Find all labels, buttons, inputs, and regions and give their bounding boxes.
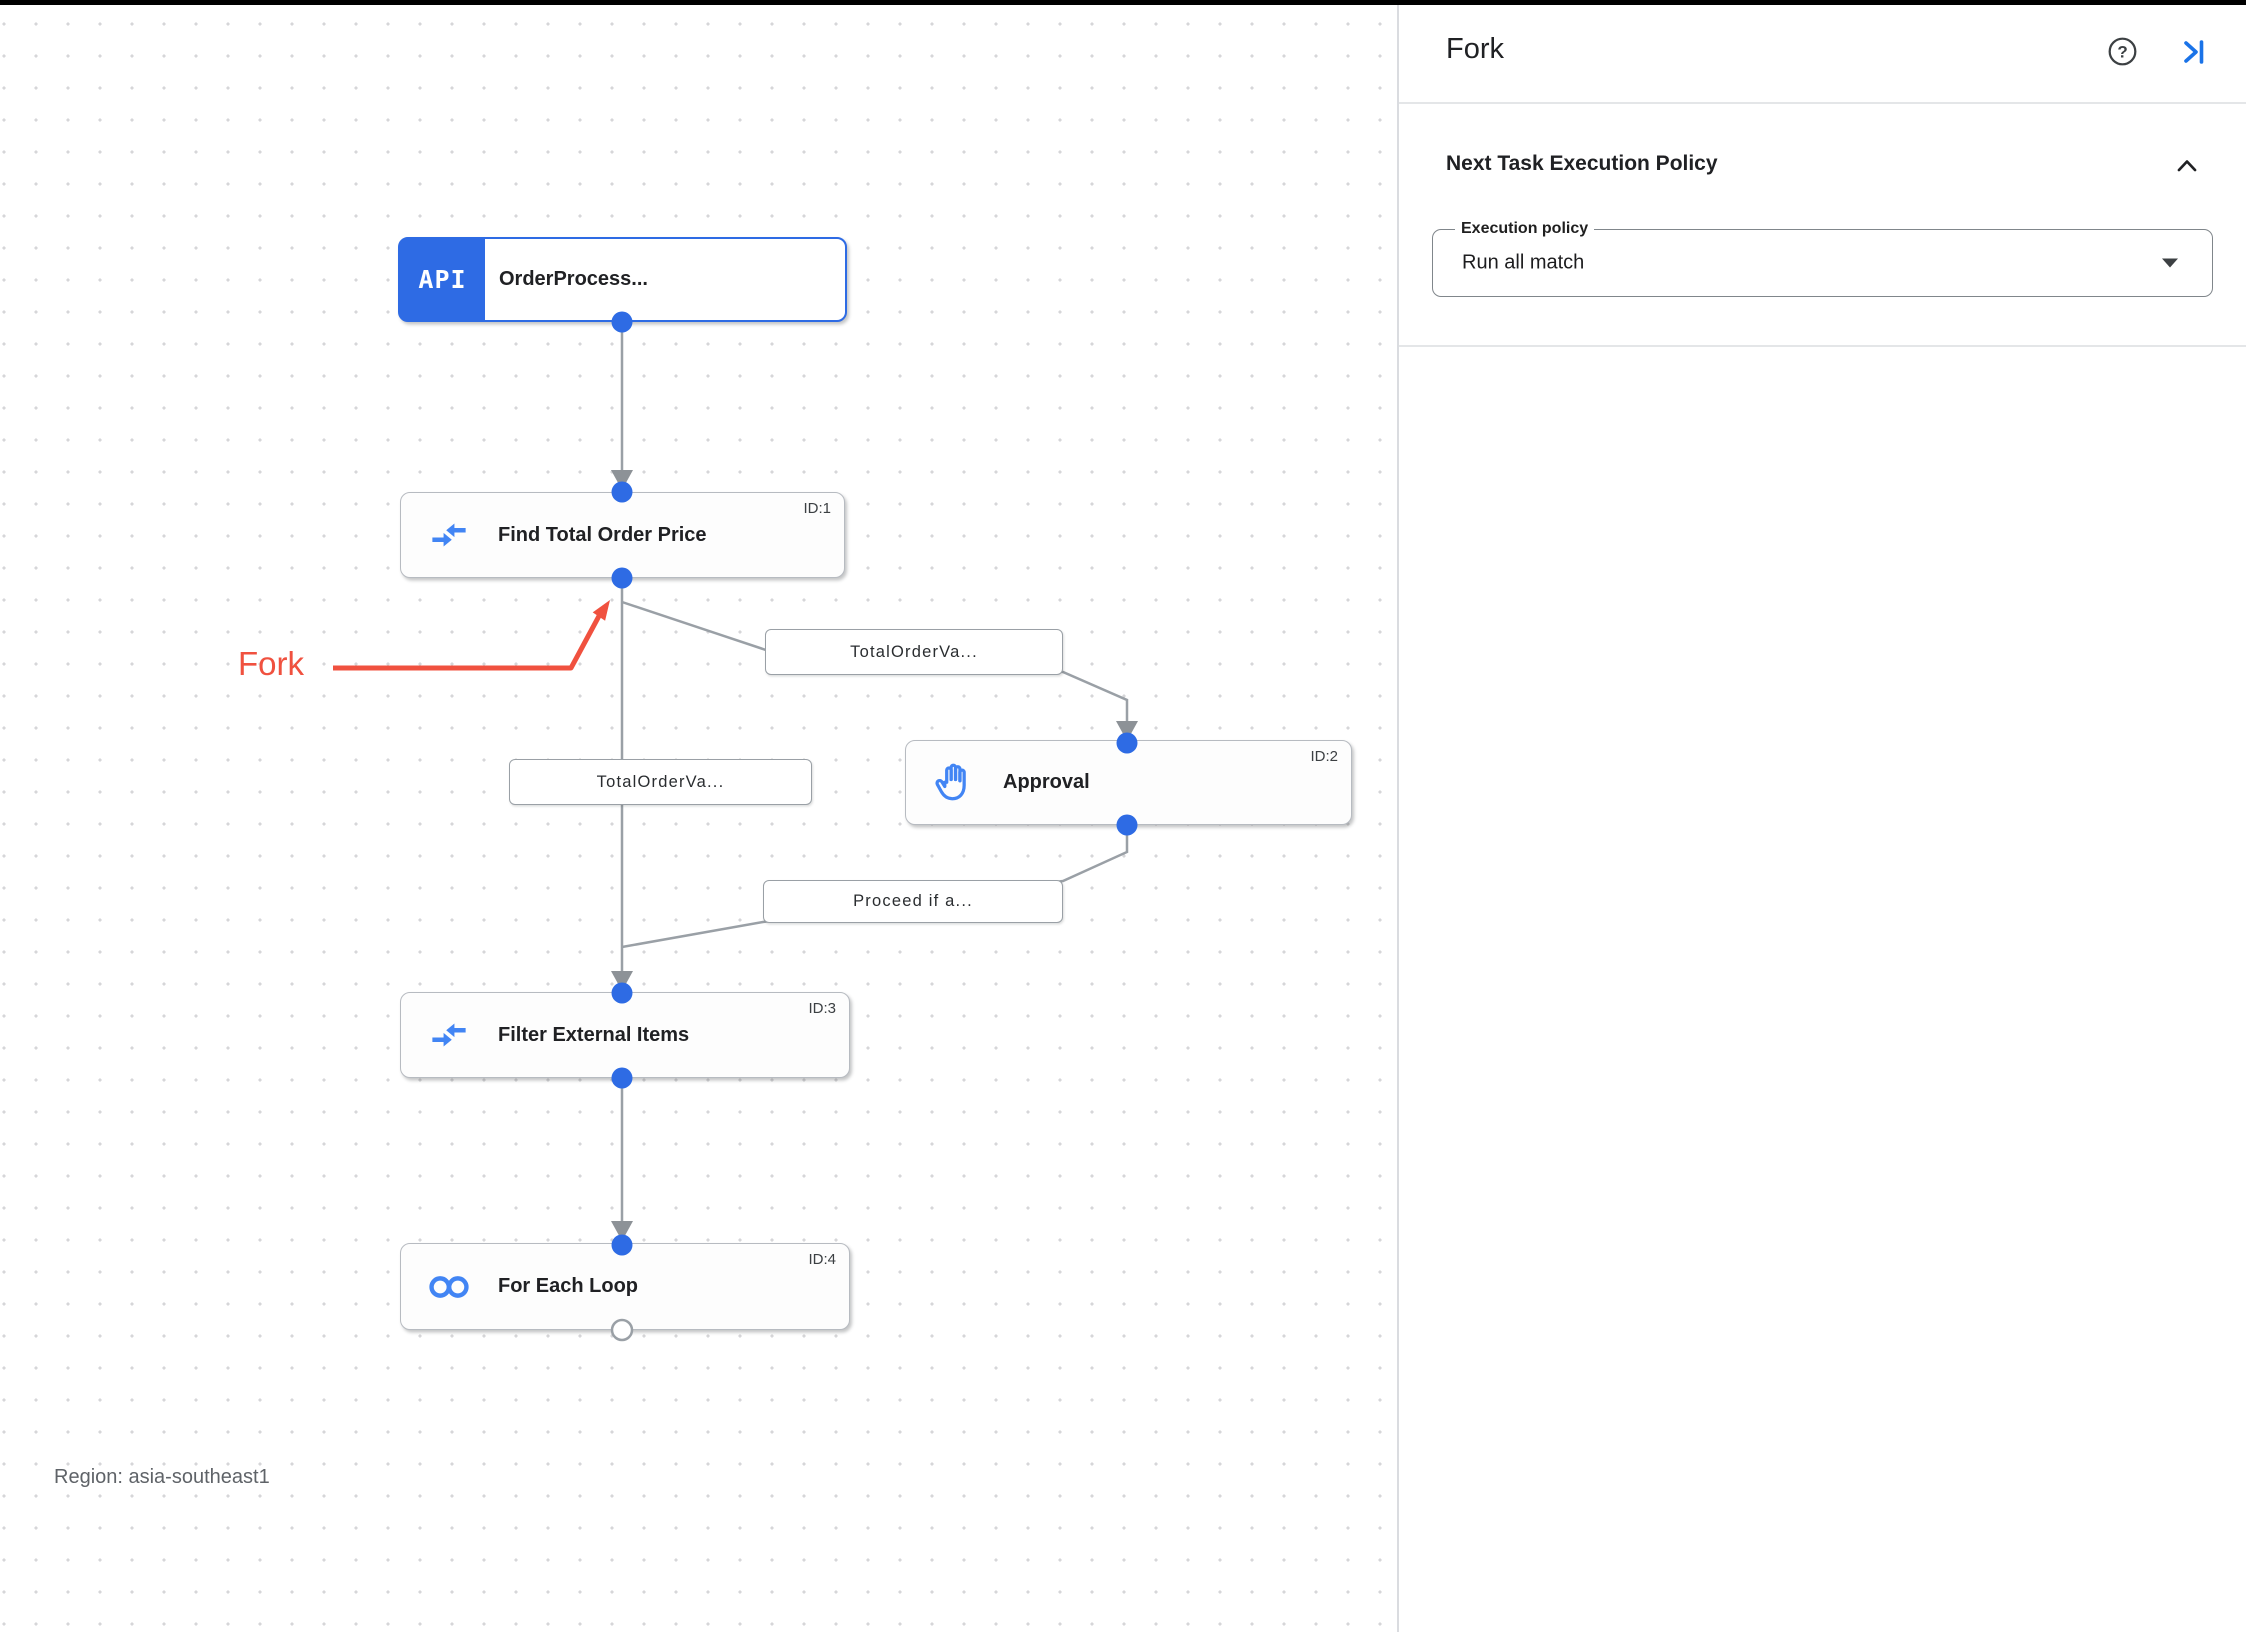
- api-trigger-badge-label: API: [418, 265, 467, 294]
- node-id-label: ID:3: [808, 1000, 836, 1017]
- workflow-canvas[interactable]: API OrderProcess... ID:1 Find Total Orde…: [0, 0, 1397, 1632]
- config-panel: Fork ? Next Task Execution: [1399, 0, 2246, 1632]
- section-bottom-divider: [1399, 345, 2246, 347]
- edge-arrowheads: [611, 470, 1138, 1241]
- window-top-edge: [0, 0, 2246, 5]
- fork-annotation-label: Fork: [238, 645, 304, 682]
- node-find-total-order-price[interactable]: ID:1 Find Total Order Price: [400, 492, 845, 578]
- edge-label-to-approval[interactable]: TotalOrderVa...: [765, 629, 1063, 675]
- node-api-trigger[interactable]: API OrderProcess...: [398, 237, 847, 322]
- node-approval[interactable]: ID:2 Approval: [905, 740, 1352, 825]
- node-title: Filter External Items: [498, 1023, 690, 1046]
- data-mapping-icon: [425, 511, 473, 559]
- edge-label-from-approval[interactable]: Proceed if a...: [763, 880, 1063, 923]
- fork-annotation-arrow: [333, 600, 610, 671]
- section-collapse-button[interactable]: [2173, 152, 2201, 180]
- node-title: Find Total Order Price: [498, 523, 707, 546]
- node-id-label: ID:1: [803, 500, 831, 517]
- help-button[interactable]: ?: [2104, 35, 2140, 71]
- panel-header: Fork ?: [1399, 0, 2246, 102]
- api-trigger-badge: API: [400, 239, 485, 320]
- panel-title: Fork: [1446, 33, 1504, 65]
- dropdown-caret-icon: [2160, 255, 2180, 273]
- region-label: Region: asia-southeast1: [54, 1466, 270, 1488]
- node-for-each-loop[interactable]: ID:4 For Each Loop: [400, 1243, 850, 1330]
- node-filter-external-items[interactable]: ID:3 Filter External Items: [400, 992, 850, 1078]
- execution-policy-value: Run all match: [1462, 251, 1585, 274]
- node-title: OrderProcess...: [499, 268, 648, 290]
- execution-policy-select[interactable]: Execution policy Run all match: [1432, 219, 2213, 297]
- edge-label-to-filter[interactable]: TotalOrderVa...: [509, 759, 812, 805]
- collapse-panel-button[interactable]: [2175, 35, 2211, 71]
- node-id-label: ID:2: [1310, 748, 1338, 765]
- canvas-panel-divider: [1397, 0, 1399, 1632]
- execution-policy-label: Execution policy: [1455, 219, 1595, 239]
- section-title[interactable]: Next Task Execution Policy: [1446, 152, 1718, 175]
- approval-hand-icon: [930, 759, 978, 807]
- svg-text:?: ?: [2117, 43, 2127, 62]
- collapse-panel-icon: [2177, 36, 2209, 71]
- panel-header-divider: [1399, 102, 2246, 104]
- node-title: For Each Loop: [498, 1275, 638, 1297]
- help-icon: ?: [2106, 35, 2139, 71]
- data-mapping-icon: [425, 1011, 473, 1059]
- node-title: Approval: [1003, 771, 1090, 793]
- chevron-up-icon: [2173, 160, 2201, 184]
- node-id-label: ID:4: [808, 1251, 836, 1268]
- for-each-loop-icon: [425, 1263, 473, 1311]
